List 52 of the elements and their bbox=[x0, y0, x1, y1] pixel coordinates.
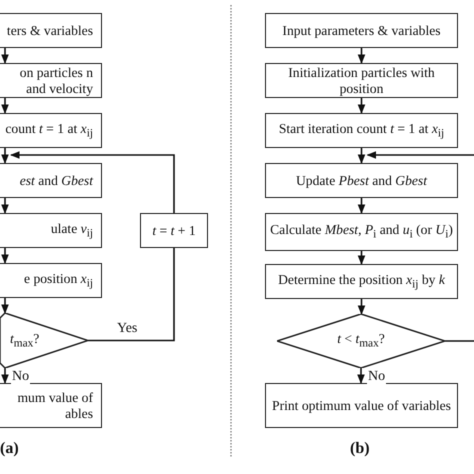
arrow bbox=[358, 48, 366, 64]
process-box bbox=[265, 13, 458, 48]
process-box bbox=[265, 163, 458, 198]
arrow bbox=[1, 148, 9, 164]
step-text: count t = 1 at x$_{ij}$ bbox=[5, 120, 93, 140]
step-text: e position x$_{ij}$ bbox=[24, 270, 93, 290]
arrow bbox=[1, 248, 9, 264]
step-text: Print optimum value of variables bbox=[272, 398, 451, 414]
process-box bbox=[265, 264, 458, 299]
arrow bbox=[1, 298, 9, 314]
arrow bbox=[1, 98, 9, 114]
step-text: ulate v$_{ij}$ bbox=[50, 220, 93, 240]
panel-label: (b) bbox=[350, 440, 370, 458]
step-text: Calculate Mbest, P$_{i}$ and u$_{i}$ (or U$_{i}$) bbox=[270, 222, 453, 242]
arrow bbox=[366, 151, 474, 159]
process-box bbox=[265, 213, 458, 251]
step-text: on particles n and velocity bbox=[18, 64, 93, 96]
arrow bbox=[1, 198, 9, 214]
process-box bbox=[265, 113, 458, 148]
step-text: ters & variables bbox=[6, 22, 93, 38]
step-text: t = t + 1 bbox=[152, 222, 196, 238]
step-text: Initialization particles with position bbox=[287, 64, 436, 96]
arrow bbox=[358, 251, 366, 265]
step-text: Update Pbest and Gbest bbox=[296, 172, 427, 188]
arrow bbox=[358, 299, 366, 315]
arrow bbox=[358, 98, 366, 114]
process-box bbox=[0, 213, 102, 248]
step-text: t$_{max}$? bbox=[10, 330, 40, 350]
process-box bbox=[0, 383, 102, 428]
step-text: Start iteration count t = 1 at x$_{ij}$ bbox=[278, 120, 444, 140]
process-box bbox=[0, 163, 102, 198]
process-box bbox=[0, 13, 102, 48]
step-text: est and Gbest bbox=[20, 172, 93, 188]
step-text: Input parameters & variables bbox=[282, 22, 441, 38]
arrow bbox=[1, 368, 9, 384]
process-box bbox=[265, 383, 458, 428]
process-box bbox=[0, 263, 102, 298]
process-box bbox=[140, 213, 208, 248]
process-box bbox=[0, 113, 102, 148]
process-box bbox=[0, 63, 102, 98]
arrow bbox=[1, 48, 9, 64]
edge-label: No bbox=[11, 369, 30, 384]
process-box bbox=[265, 63, 458, 98]
step-text: Determine the position x$_{ij}$ by k bbox=[278, 272, 445, 292]
edge-label: No bbox=[367, 369, 386, 384]
arrow bbox=[358, 148, 366, 164]
arrow bbox=[357, 368, 365, 384]
step-text: mum value of ables bbox=[16, 390, 93, 422]
step-text: t < t$_{max}$? bbox=[337, 331, 385, 351]
panel-label: (a) bbox=[0, 440, 19, 458]
arrow bbox=[358, 198, 366, 214]
arrow bbox=[10, 151, 175, 213]
